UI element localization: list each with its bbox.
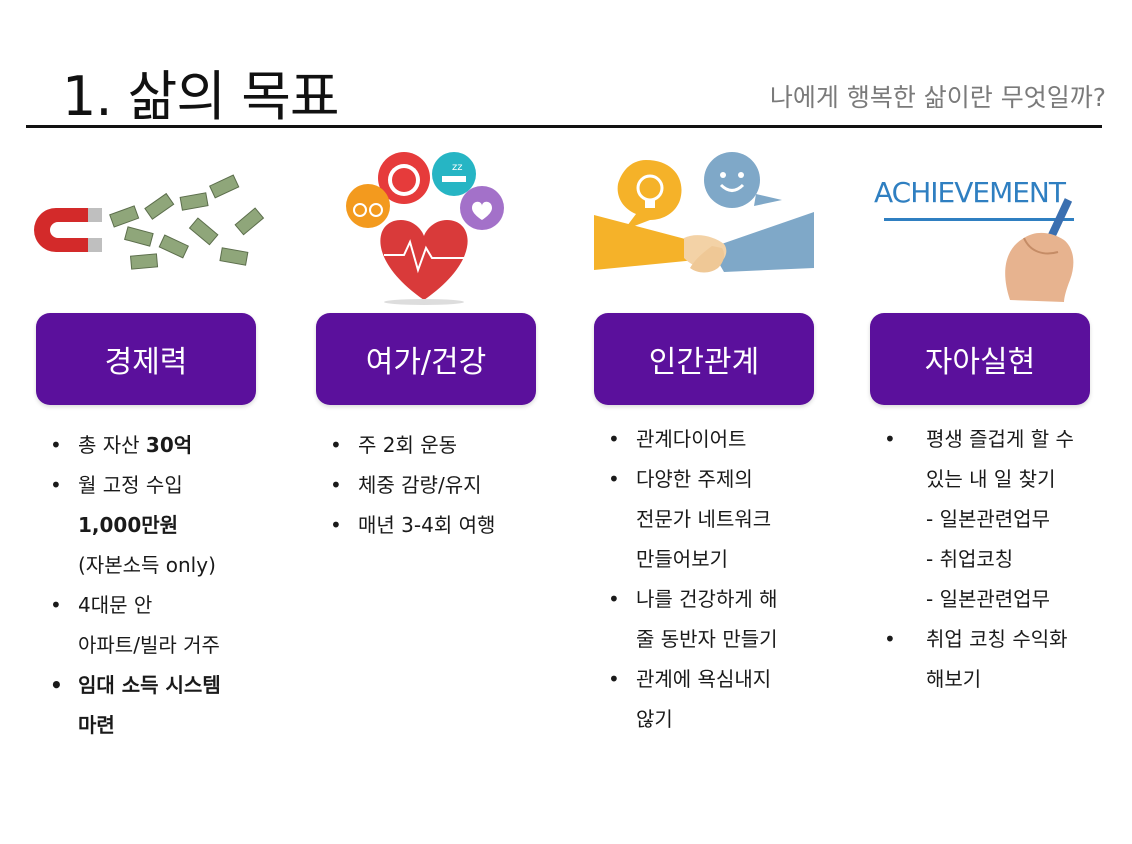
card-leisure-health: 여가/건강: [316, 313, 536, 405]
page-title: 1. 삶의 목표: [62, 65, 340, 128]
list-item: 월 고정 수입: [50, 465, 266, 505]
list-item: - 취업코칭: [926, 547, 1014, 571]
column-economy: 경제력 총 자산 30억 월 고정 수입 1,000만원 (자본소득 only)…: [26, 140, 266, 745]
list-item: 평생 즐겁게 할 수: [884, 419, 1100, 459]
card-economy-label: 경제력: [104, 345, 188, 380]
card-leisure-health-label: 여가/건강: [365, 345, 487, 380]
list-item: 나를 건강하게 해: [608, 579, 824, 619]
self-realization-list: 평생 즐겁게 할 수 있는 내 일 찾기 - 일본관련업무 - 취업코칭 - 일…: [860, 419, 1100, 699]
magnet-money-icon: [34, 174, 265, 270]
page-subtitle: 나에게 행복한 삶이란 무엇일까?: [769, 83, 1106, 112]
column-self-realization: ACHIEVEMENT 자아실현 평생 즐겁게 할 수 있는 내 일 찾기 - …: [860, 140, 1100, 699]
list-item: 4대문 안: [50, 585, 266, 625]
achievement-icon: ACHIEVEMENT: [874, 176, 1074, 302]
list-item: 관계다이어트: [608, 419, 824, 459]
achievement-word: ACHIEVEMENT: [874, 176, 1067, 209]
list-item: 있는 내 일 찾기: [926, 467, 1056, 491]
list-item: 다양한 주제의: [608, 459, 824, 499]
list-item: - 일본관련업무: [926, 507, 1050, 531]
svg-text:zz: zz: [452, 162, 463, 173]
economy-list: 총 자산 30억 월 고정 수입 1,000만원 (자본소득 only) 4대문…: [26, 425, 266, 745]
handshake-icon: [594, 152, 814, 273]
card-economy: 경제력: [36, 313, 256, 405]
relationships-list: 관계다이어트 다양한 주제의 전문가 네트워크 만들어보기 나를 건강하게 해 …: [584, 419, 824, 739]
column-relationships: 인간관계 관계다이어트 다양한 주제의 전문가 네트워크 만들어보기 나를 건강…: [584, 140, 824, 739]
list-item: (자본소득 only): [78, 553, 216, 577]
column-leisure-health: zz 여가/건강 주 2회 운동 체중 감량/유지 매년 3-4회 여행: [306, 140, 546, 545]
list-item: 취업 코칭 수익화: [884, 619, 1100, 659]
card-relationships-label: 인간관계: [648, 345, 760, 380]
list-item: 마련: [78, 713, 115, 737]
list-item: 체중 감량/유지: [330, 465, 546, 505]
list-item: 총 자산 30억: [50, 425, 266, 465]
list-item: 관계에 욕심내지: [608, 659, 824, 699]
list-item: 전문가 네트워크: [636, 507, 772, 531]
health-heart-icon: zz: [346, 152, 504, 305]
list-item: 매년 3-4회 여행: [330, 505, 546, 545]
list-item: 않기: [636, 707, 673, 731]
card-relationships: 인간관계: [594, 313, 814, 405]
card-self-realization: 자아실현: [870, 313, 1090, 405]
list-item: - 일본관련업무: [926, 587, 1050, 611]
list-item: 주 2회 운동: [330, 425, 546, 465]
title-divider: [26, 125, 1102, 128]
list-item: 1,000만원: [78, 513, 179, 537]
leisure-health-list: 주 2회 운동 체중 감량/유지 매년 3-4회 여행: [306, 425, 546, 545]
list-item: 임대 소득 시스템: [50, 665, 266, 705]
list-item: 해보기: [926, 667, 982, 691]
list-item: 줄 동반자 만들기: [636, 627, 778, 651]
list-item: 아파트/빌라 거주: [78, 633, 220, 657]
list-item: 만들어보기: [636, 547, 728, 571]
card-self-realization-label: 자아실현: [924, 345, 1036, 380]
